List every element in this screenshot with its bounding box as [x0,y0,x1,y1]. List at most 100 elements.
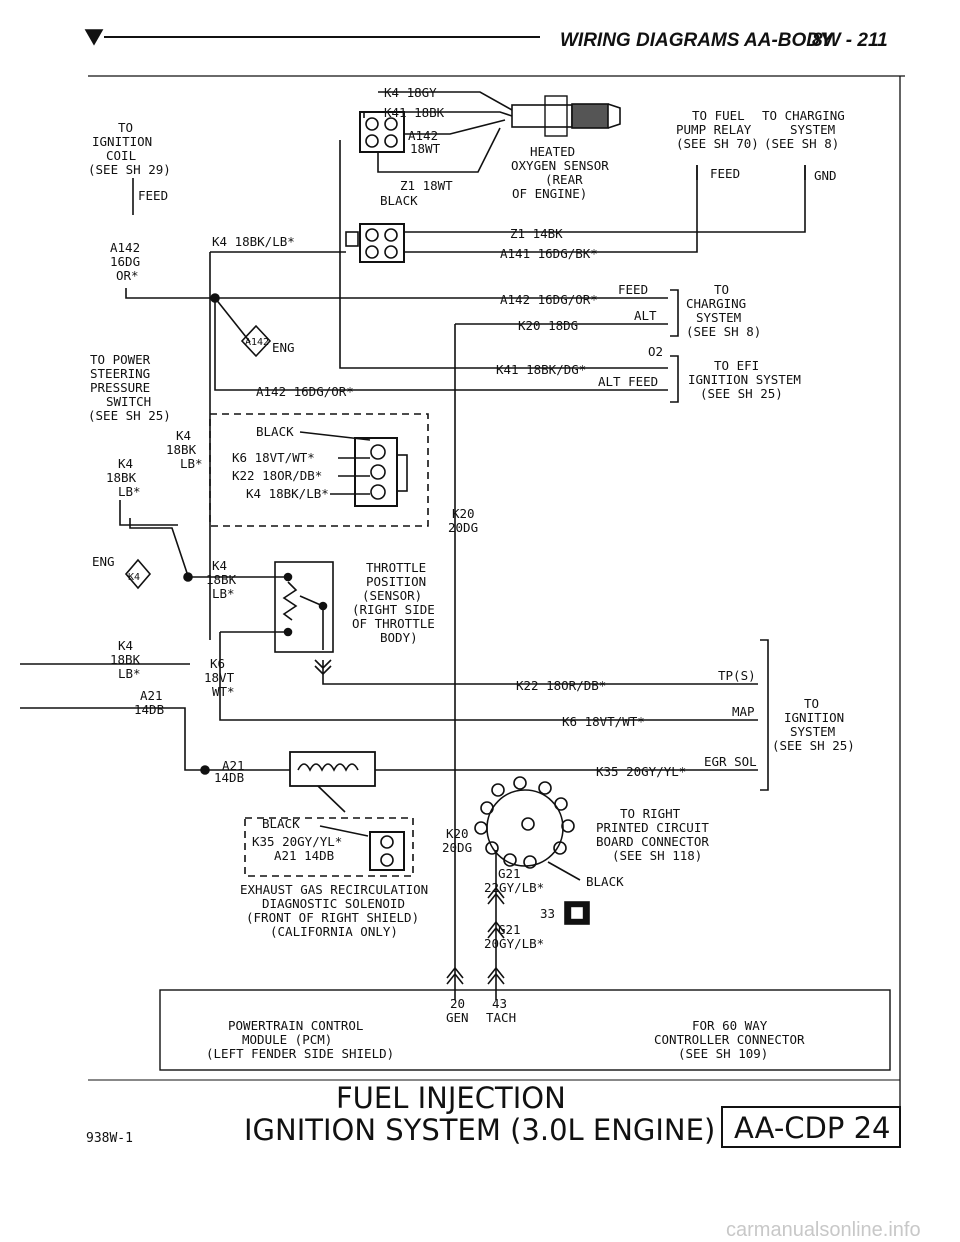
label-g21-bottom-1: G21 [498,922,521,937]
label-pcb-2: PRINTED CIRCUIT [596,820,709,835]
label-to-power-steering-4: SWITCH [106,394,151,409]
label-a142-eng: A142 [245,337,269,348]
pcb-connector-ring [486,789,564,867]
label-gnd: GND [814,168,837,183]
label-to-charging-mid-3: SYSTEM [696,310,741,325]
throttle-conn-pin-1 [370,444,386,460]
badge-box [721,1106,901,1148]
label-k6-18vt-wt-2: 18VT [204,670,235,685]
label-pcm-1: POWERTRAIN CONTROL [228,1018,363,1033]
label-60way-1: FOR 60 WAY [692,1018,768,1033]
pcb-pin-j [513,776,527,790]
label-k4-18gy: K4 18GY [384,85,437,100]
conn2-latch [345,231,359,247]
pcb-pin-k [491,783,505,797]
label-k20-20dg-a-2: 20DG [448,520,478,535]
wire-k6-tps [219,631,560,721]
label-a142-16dg-or-a: A142 16DG/OR* [500,292,598,307]
wire-a142-18wt [404,119,506,135]
throttle-sensor-box [274,561,334,653]
label-to-fuel-2: PUMP RELAY [676,122,752,137]
bracket-tps-map-egr [760,639,769,791]
g21-arrow-bottom [487,920,505,939]
pcb-pin-a [474,821,488,835]
pcb-pin-h [538,781,552,795]
label-throttle-2: POSITION [366,574,426,589]
o2-sensor-thread [571,103,609,129]
label-feed-right: FEED [710,166,740,181]
label-o2-sensor-3: (REAR [545,172,583,187]
label-pin33: 33 [540,906,555,921]
label-o2-sensor-4: OF ENGINE) [512,186,587,201]
diagram-ref-code: 938W-1 [86,1131,133,1146]
label-eng-suffix: ENG [272,340,295,355]
label-k20-20dg-b-2: 20DG [442,840,472,855]
conn2-pin-4 [384,245,398,259]
label-to-ign-coil-4: (SEE SH 29) [88,162,171,177]
wire-k20-18dg [454,323,600,1000]
wire-k4-18gy [378,91,513,111]
pcm-box [159,989,891,1071]
tps-node-1 [283,572,293,582]
bracket-feed-alt [670,289,679,337]
label-k4-bk-lb-d-3: LB* [118,666,141,681]
wire-z1-14bk [404,165,806,233]
o2-sensor-tip [607,103,621,129]
label-tps: TP(S) [718,668,756,683]
label-a21-14db-b-2: 14DB [214,770,244,785]
wire-a142-eng-tap [214,297,251,343]
label-z1-14bk: Z1 14BK [510,226,563,241]
wire-pcb-black [547,861,581,881]
label-k4-bk-lb-c-3: LB* [212,586,235,601]
label-throttle-5: OF THROTTLE [352,616,435,631]
label-black-conn2: BLACK [256,424,294,439]
o2-conn-pin-3 [365,134,379,148]
label-egr-2: DIAGNOSTIC SOLENOID [262,896,405,911]
label-to-charging-mid-4: (SEE SH 8) [686,324,761,339]
wire-eng-k4 [129,518,189,577]
label-to-ign-coil-3: COIL [106,148,136,163]
label-to-power-steering-3: PRESSURE [90,380,150,395]
wire-a21-left [20,663,205,771]
label-k4-bk-lb-a-2: 18BK [166,442,197,457]
label-k35-gyyl: K35 20GY/YL* [596,764,686,779]
label-eng-k4: ENG [92,554,115,569]
label-g21-top-1: G21 [498,866,521,881]
a142-eng-diamond [240,324,272,358]
diagram-badge: AA-CDP 24 [734,1111,891,1145]
label-black-conn3: BLACK [262,816,300,831]
label-a142-left-2: 16DG [110,254,140,269]
label-a142-16dg-or-b: A142 16DG/OR* [256,384,354,399]
header-marker-icon [84,29,104,46]
label-to-efi-2: IGNITION SYSTEM [688,372,801,387]
header-title: WIRING DIAGRAMS AA-BODY [560,30,835,51]
o2-conn-pin-1 [365,117,379,131]
egr-conn-body [369,831,405,871]
label-k4-bk-lb-b-2: 18BK [106,470,137,485]
wire-black2 [299,431,371,441]
pcb-pin-b [485,841,499,855]
label-k6-18vt-wt-3: WT* [212,684,235,699]
label-k6-18vt-wt-1: K6 [210,656,225,671]
wire-tps-wiper [299,595,324,650]
label-to-ign-right-1: TO [804,696,819,711]
wire-egr-down [317,785,346,813]
label-g21-bottom-2: 20GY/LB* [484,936,544,951]
pcb-pin-d [523,855,537,869]
label-k4-bk-lb-a-3: LB* [180,456,203,471]
label-k4-bk-lb-b-3: LB* [118,484,141,499]
label-to-power-steering-1: TO POWER [90,352,151,367]
throttle-conn-dashed [209,413,429,527]
label-to-charging-top-2: SYSTEM [790,122,835,137]
label-pcm-gen: GEN [446,1010,469,1025]
label-pcm-tach: TACH [486,1010,516,1025]
label-k35-conn: K35 20GY/YL* [252,834,342,849]
label-alt-feed: ALT FEED [598,374,658,389]
pcb-pin-l [480,801,494,815]
o2-conn-pin-4 [384,134,398,148]
label-a21-14db-1: A21 [140,688,163,703]
label-k4-node: K4 [128,572,140,583]
label-k4-bklb-conn: K4 18BK/LB* [246,486,329,501]
throttle-conn-tab [396,454,408,492]
label-k20-18dg: K20 18DG [518,318,578,333]
